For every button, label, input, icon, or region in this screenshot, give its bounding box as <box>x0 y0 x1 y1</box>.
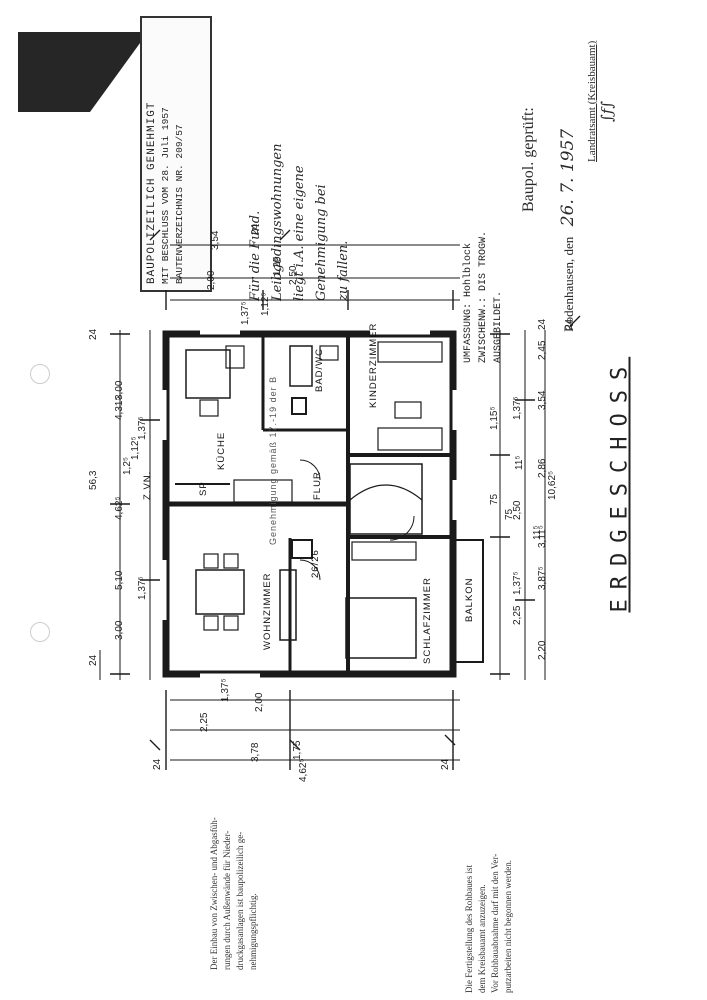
dimension-label: 2,20 <box>537 640 548 660</box>
label-balcony: BALKON <box>464 577 475 622</box>
dimension-label: 4,31⁵ <box>114 396 125 420</box>
dimension-label: 2,00 <box>254 692 265 712</box>
scan-corner <box>18 32 148 112</box>
dimension-label: 3,00 <box>114 380 125 400</box>
dimension-label: 1,37⁵ <box>220 678 231 702</box>
dimension-label: 1,75 <box>292 740 303 760</box>
dimension-label: 10,62⁵ <box>547 471 558 500</box>
note-right-4: putzarbeiten nicht begonnen werden. <box>503 860 513 993</box>
dimension-label: 24 <box>88 654 99 666</box>
punch-hole-bottom <box>30 622 50 642</box>
dimension-label: 1,37⁵ <box>137 416 148 440</box>
stair-label: 26/26 <box>310 549 321 578</box>
note-left: Der Einbau von Zwischen- und Abgasfüh- r… <box>208 750 268 970</box>
label-bath: BAD/WC <box>314 348 325 392</box>
label-living: WOHNZIMMER <box>262 572 273 650</box>
dimension-label: 3,87⁵ <box>537 566 548 590</box>
dimension-label: 24 <box>537 318 548 330</box>
dimension-label: 75 <box>504 508 515 520</box>
dimension-label: 1,15⁵ <box>489 406 500 430</box>
dimension-label: 1,2⁵ <box>122 457 133 475</box>
dimension-label: 3,00 <box>114 620 125 640</box>
dimension-label: 2,25 <box>199 712 210 732</box>
label-bedroom: SCHLAFZIMMER <box>422 577 433 664</box>
dimension-label: 24 <box>88 328 99 340</box>
label-sp: SP <box>198 481 209 496</box>
dimension-label: 4,62⁵ <box>114 496 125 520</box>
dimension-label: 2,25 <box>512 605 523 625</box>
dimension-label: 3,78 <box>250 742 261 762</box>
dimension-label: 2,45 <box>537 340 548 360</box>
dimension-label: 1,37⁵ <box>137 576 148 600</box>
overlay-text: Genehmigung gemäß 17.-19 der B <box>268 376 278 545</box>
dimension-label: 1,37⁵ <box>512 396 523 420</box>
dimension-label: 2,50 <box>512 500 523 520</box>
dimension-label: 2,50 <box>288 265 299 285</box>
label-hall: FLUR <box>312 471 323 500</box>
dimension-label: 1,12⁵ <box>130 436 141 460</box>
dimension-label: 11⁵ <box>532 525 543 540</box>
label-lift: Z.VN. <box>142 471 153 500</box>
note-right-3: Vor Rohbauabnahme darf mit den Ver- <box>490 853 500 993</box>
note-left-3: druckgasanlagen ist baupolizeilich ge- <box>235 831 245 970</box>
note-left-1: Der Einbau von Zwischen- und Abgasfüh- <box>209 817 219 970</box>
note-left-4: nehmigungspflichtig. <box>248 893 258 970</box>
dimension-label: 3,11⁵ <box>537 525 548 548</box>
label-kitchen: KÜCHE <box>216 432 227 470</box>
dimension-label: 5,10 <box>114 570 125 590</box>
dimension-label: 24 <box>250 223 261 235</box>
dimension-label: 4,62⁵ <box>298 758 309 782</box>
dimension-label: 3,54 <box>210 230 221 250</box>
dimension-label: 11⁵ <box>514 455 525 470</box>
dimension-label: 1,37⁵ <box>512 571 523 595</box>
dimension-label: 2,86 <box>537 458 548 478</box>
label-child: KINDERZIMMER <box>368 323 379 408</box>
dimension-label: 24 <box>564 318 575 330</box>
dimension-label: 1,25 <box>272 256 283 276</box>
punch-hole-top <box>30 364 50 384</box>
note-right: Die Fertigstellung des Rohbaues ist dem … <box>463 763 523 993</box>
dimension-label: 2,00 <box>206 270 217 290</box>
note-right-1: Die Fertigstellung des Rohbaues ist <box>464 865 474 993</box>
dimension-label: 3,54 <box>537 390 548 410</box>
dimension-label: 24 <box>152 758 163 770</box>
dimension-label: 1,12⁵ <box>260 292 271 316</box>
dimension-label: 24 <box>440 758 451 770</box>
dimension-label: 75 <box>489 493 500 505</box>
dimension-label: 1,37⁵ <box>240 301 251 325</box>
note-right-2: dem Kreisbauamt anzuzeigen. <box>477 884 487 993</box>
note-left-2: rungen durch Außenwände für Nieder- <box>222 830 232 970</box>
dimension-label: 56,3 <box>88 470 99 490</box>
